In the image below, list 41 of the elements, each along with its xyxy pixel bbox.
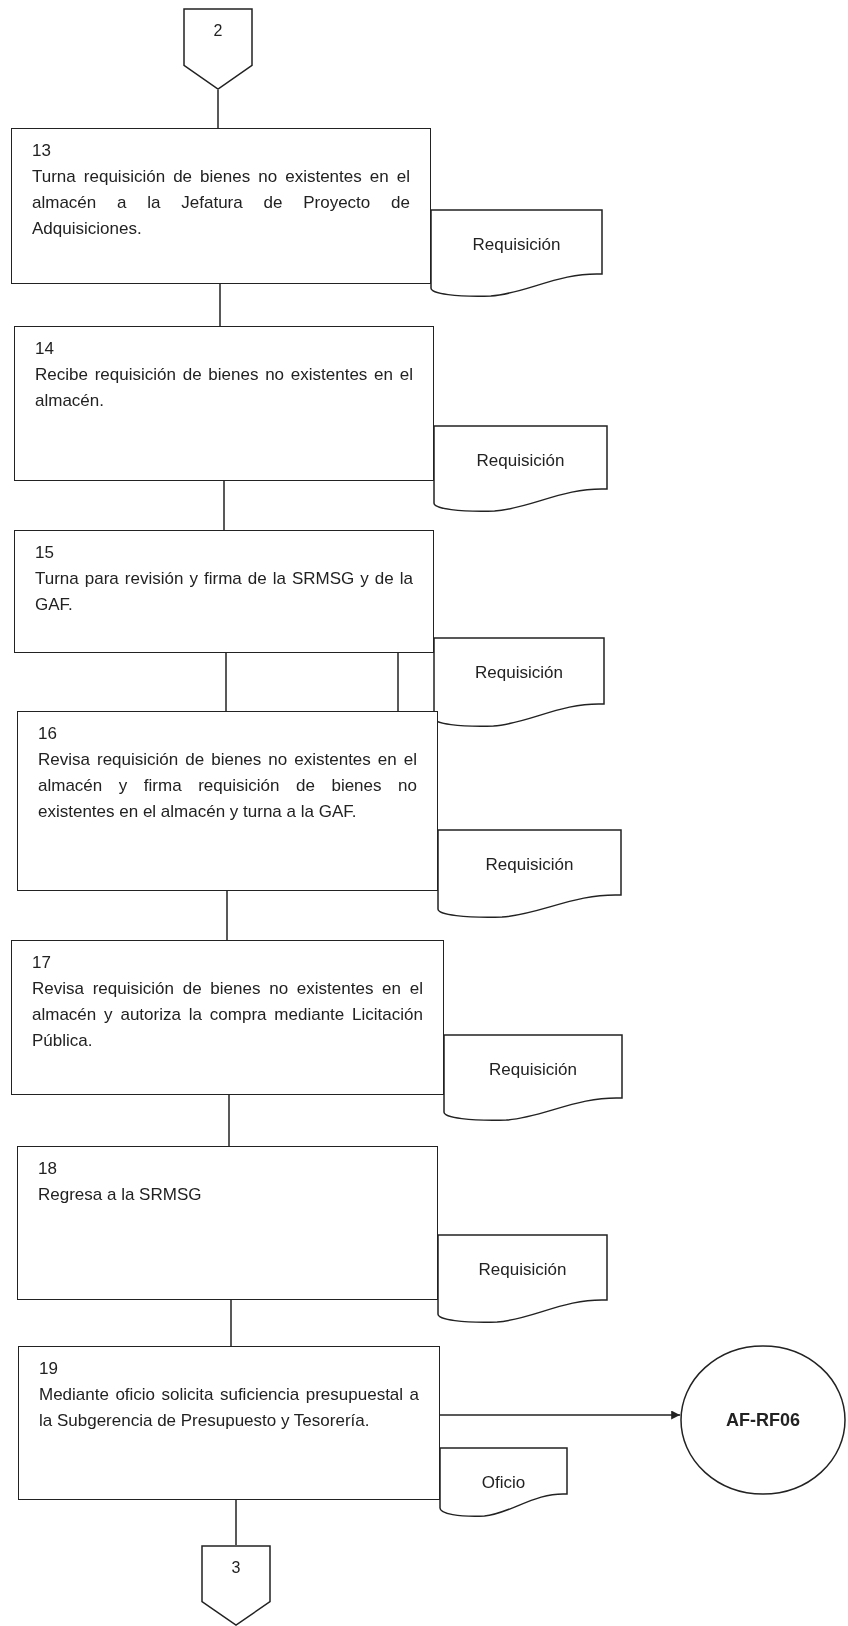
step-number: 14 <box>35 338 55 360</box>
connector-number: 2 <box>212 22 224 40</box>
process-box <box>18 1346 440 1500</box>
connector-line <box>235 1499 237 1546</box>
process-box <box>17 711 438 891</box>
connector-line <box>225 652 227 712</box>
step-number: 16 <box>38 723 58 745</box>
process-box <box>11 940 444 1095</box>
step-description: Turna requisición de bienes no existentes en el almacén a la Jefatura de Proyecto de Adquisiciones. <box>32 166 410 240</box>
document-label: Requisición <box>484 854 575 876</box>
process-box <box>11 128 431 284</box>
document-label: Requisición <box>471 234 562 256</box>
connector-line <box>228 1094 230 1147</box>
step-description: Recibe requisición de bienes no existentes en el almacén. <box>35 364 413 412</box>
connector-line <box>223 480 225 531</box>
step-description: Revisa requisición de bienes no existentes en el almacén y firma requisición de bienes no existentes en el almacén y turna a la GAF. <box>38 749 417 823</box>
document-label: Requisición <box>477 1259 568 1281</box>
connector-line <box>226 890 228 941</box>
connector-label: AF-RF06 <box>725 1409 801 1431</box>
connector-line <box>219 283 221 327</box>
document-label: Requisición <box>475 450 566 472</box>
arrow <box>439 1410 681 1420</box>
step-number: 18 <box>38 1158 58 1180</box>
connector-number: 3 <box>230 1559 242 1577</box>
step-description: Mediante oficio solicita suficiencia presupuestal a la Subgerencia de Presupuesto y Tesorería. <box>39 1384 419 1432</box>
step-number: 17 <box>32 952 52 974</box>
process-box <box>17 1146 438 1300</box>
step-description: Revisa requisición de bienes no existentes en el almacén y autoriza la compra mediante Licitación Pública. <box>32 978 423 1052</box>
process-box <box>14 530 434 653</box>
document-label: Requisición <box>488 1059 578 1081</box>
step-number: 19 <box>39 1358 59 1380</box>
step-number: 13 <box>32 140 52 162</box>
step-description: Turna para revisión y firma de la SRMSG y de la GAF. <box>35 568 413 616</box>
step-description: Regresa a la SRMSG <box>38 1184 203 1206</box>
connector-line <box>230 1299 232 1347</box>
connector-line <box>397 652 399 712</box>
step-number: 15 <box>35 542 55 564</box>
process-box <box>14 326 434 481</box>
document-label: Oficio <box>480 1472 527 1494</box>
connector-line <box>217 89 219 129</box>
document-label: Requisición <box>474 662 564 684</box>
